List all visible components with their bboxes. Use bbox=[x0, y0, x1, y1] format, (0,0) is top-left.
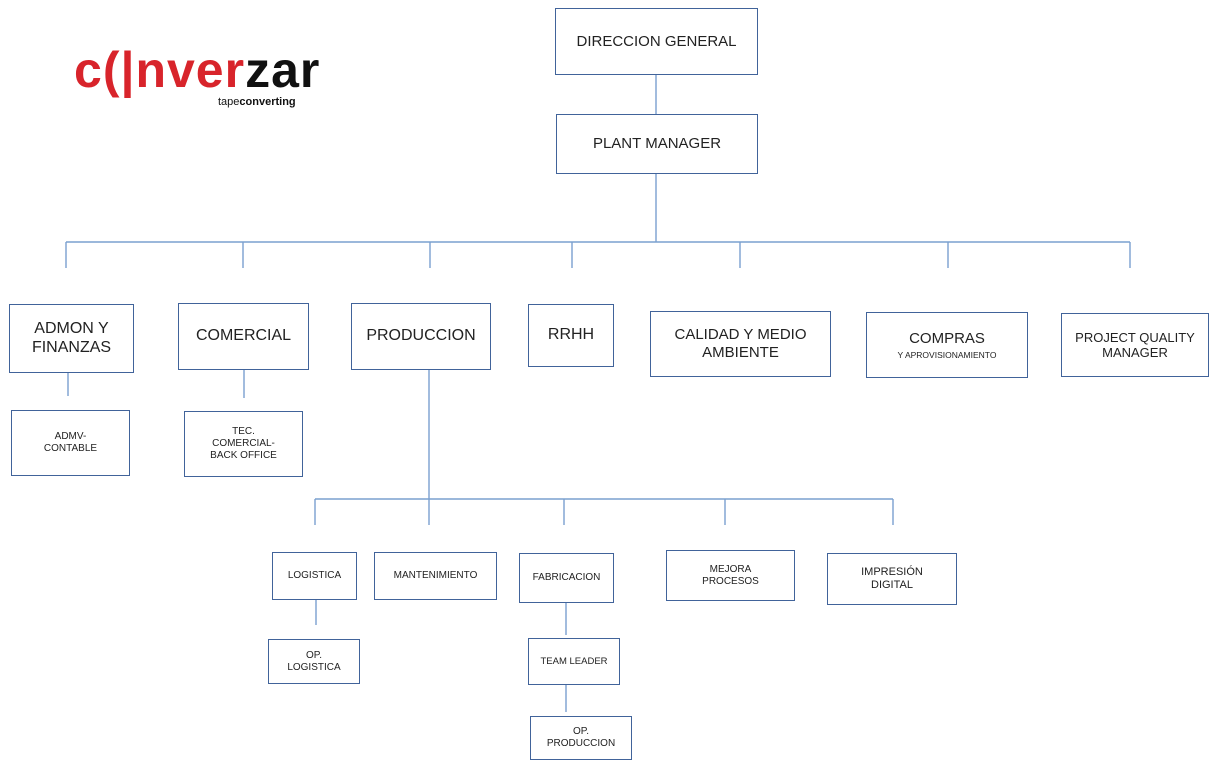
node-mantenimiento: MANTENIMIENTO bbox=[374, 552, 497, 600]
node-label: PLANT MANAGER bbox=[592, 135, 722, 153]
node-label-line: PROJECT QUALITY bbox=[1075, 329, 1195, 345]
node-label-line: LOGISTICA bbox=[287, 661, 341, 673]
node-label-line: OP. bbox=[573, 726, 589, 738]
node-label: COMERCIAL bbox=[195, 327, 292, 345]
node-label-line: CALIDAD Y MEDIO bbox=[674, 326, 807, 344]
logo-signal-mark: (| bbox=[102, 42, 136, 98]
node-label-line: ADMV- bbox=[54, 431, 87, 443]
logo-text-zar: zar bbox=[245, 42, 321, 98]
node-plant-manager: PLANT MANAGER bbox=[556, 114, 758, 174]
node-label: FABRICACION bbox=[532, 572, 601, 584]
logo-tagline-tape: tape bbox=[218, 96, 240, 108]
node-label-line: AMBIENTE bbox=[702, 344, 779, 361]
node-label-line: PROCESOS bbox=[702, 575, 759, 587]
node-direccion-general: DIRECCION GENERAL bbox=[555, 8, 758, 75]
node-logistica: LOGISTICA bbox=[272, 552, 357, 600]
node-label: MANTENIMIENTO bbox=[393, 570, 478, 582]
node-label-line: OP. bbox=[306, 649, 322, 661]
node-fabricacion: FABRICACION bbox=[519, 553, 614, 603]
logo-text-nver: nver bbox=[135, 42, 246, 98]
node-label-line: BACK OFFICE bbox=[210, 449, 277, 461]
node-team-leader: TEAM LEADER bbox=[528, 638, 620, 685]
node-label-line: MEJORA bbox=[709, 563, 752, 575]
logo-tagline-converting: converting bbox=[239, 96, 296, 108]
node-admon-finanzas: ADMON Y FINANZAS bbox=[9, 304, 134, 373]
node-label-line: MANAGER bbox=[1102, 345, 1168, 360]
node-label-line: FINANZAS bbox=[31, 338, 112, 356]
node-impresion-digital: IMPRESIÓN DIGITAL bbox=[827, 553, 957, 605]
node-label-line: PRODUCCION bbox=[546, 738, 616, 749]
node-label: LOGISTICA bbox=[287, 570, 342, 582]
node-label: PRODUCCION bbox=[366, 327, 476, 345]
node-label: TEAM LEADER bbox=[540, 655, 608, 667]
node-label: DIRECCION GENERAL bbox=[576, 32, 737, 50]
node-label-line: ADMON Y bbox=[34, 319, 109, 337]
node-label-line: IMPRESIÓN bbox=[861, 566, 923, 579]
node-label-line: CONTABLE bbox=[43, 443, 98, 454]
node-tec-comercial-back-office: TEC. COMERCIAL- BACK OFFICE bbox=[184, 411, 303, 477]
node-compras: COMPRAS Y APROVISIONAMIENTO bbox=[866, 312, 1028, 378]
logo-wordmark: c(|nverzar bbox=[74, 40, 320, 100]
node-produccion: PRODUCCION bbox=[351, 303, 491, 370]
node-label: COMPRAS bbox=[909, 329, 985, 347]
logo-letter-c: c bbox=[74, 42, 103, 98]
node-op-logistica: OP. LOGISTICA bbox=[268, 639, 360, 684]
node-comercial: COMERCIAL bbox=[178, 303, 309, 370]
node-project-quality-manager: PROJECT QUALITY MANAGER bbox=[1061, 313, 1209, 377]
node-label-line: DIGITAL bbox=[871, 579, 913, 591]
node-label-line: COMERCIAL- bbox=[212, 438, 275, 450]
node-admv-contable: ADMV- CONTABLE bbox=[11, 410, 130, 476]
node-calidad-medio-ambiente: CALIDAD Y MEDIO AMBIENTE bbox=[650, 311, 831, 377]
node-label-line: TEC. bbox=[232, 426, 255, 438]
node-sublabel: Y APROVISIONAMIENTO bbox=[897, 350, 997, 361]
node-rrhh: RRHH bbox=[528, 304, 614, 367]
node-mejora-procesos: MEJORA PROCESOS bbox=[666, 550, 795, 601]
node-label: RRHH bbox=[547, 326, 595, 344]
logo-tagline: tapeconverting bbox=[218, 96, 296, 108]
company-logo: c(|nverzar tapeconverting bbox=[74, 40, 319, 120]
node-op-produccion: OP. PRODUCCION bbox=[530, 716, 632, 760]
